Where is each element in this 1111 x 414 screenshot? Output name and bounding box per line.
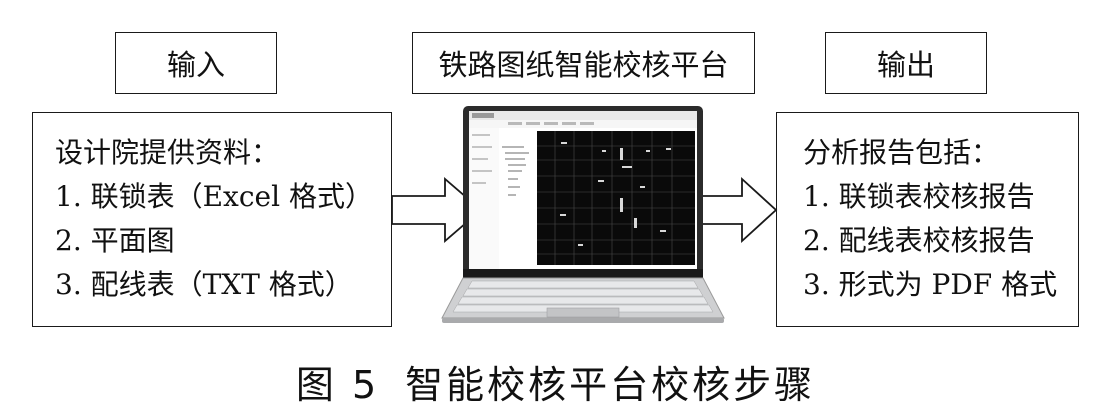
output-item: 1. 联锁表校核报告: [803, 180, 1035, 213]
input-item: 1. 联锁表（Excel 格式）: [55, 180, 373, 213]
input-item: 3. 配线表（TXT 格式）: [55, 268, 353, 301]
input-header: 输入: [115, 32, 277, 94]
figure-title: 智能校核平台校核步骤: [405, 363, 816, 407]
output-panel: 分析报告包括： 1. 联锁表校核报告 2. 配线表校核报告 3. 形式为 PDF…: [776, 112, 1079, 327]
output-item: 3. 形式为 PDF 格式: [803, 268, 1058, 301]
figure-number: 图 5: [295, 363, 380, 407]
output-item: 2. 配线表校核报告: [803, 224, 1035, 257]
input-panel-title: 设计院提供资料：: [55, 136, 280, 169]
figure-caption: 图 5 智能校核平台校核步骤: [0, 354, 1111, 409]
output-header-label: 输出: [876, 48, 935, 82]
input-header-label: 输入: [166, 48, 225, 82]
platform-header-label: 铁路图纸智能校核平台: [438, 48, 729, 82]
input-item: 2. 平面图: [55, 224, 175, 257]
output-header: 输出: [825, 32, 987, 94]
platform-header: 铁路图纸智能校核平台: [412, 32, 755, 94]
arrow-right-icon: [699, 176, 778, 244]
output-panel-title: 分析报告包括：: [803, 136, 1000, 169]
input-panel: 设计院提供资料： 1. 联锁表（Excel 格式） 2. 平面图 3. 配线表（…: [32, 112, 392, 327]
